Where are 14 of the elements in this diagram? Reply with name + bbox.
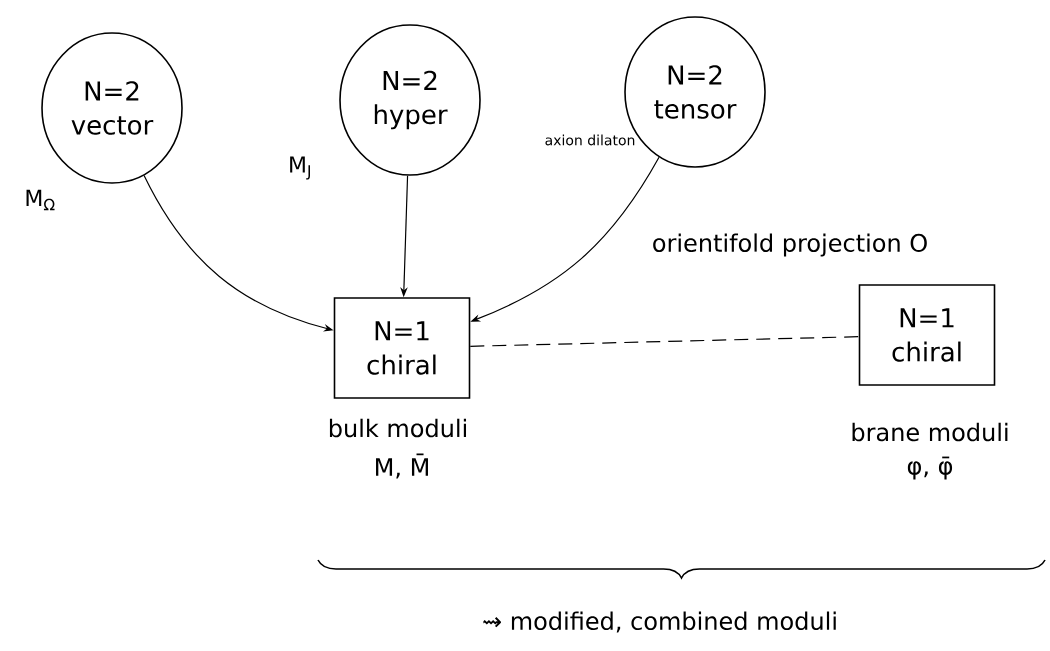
circle-node: N=2 hyper <box>339 24 481 176</box>
note: ⇝ modified, combined moduli <box>483 611 836 633</box>
box-node: N=1 chiral <box>858 284 996 386</box>
annotation: φ, φ̄ <box>907 456 953 480</box>
annotation: bulk moduli <box>329 418 466 438</box>
annotation: brane moduli <box>852 422 1008 442</box>
note: orientifold projection O <box>653 233 927 257</box>
annotation: axion dilaton <box>545 134 635 146</box>
connector-line <box>469 336 860 347</box>
circle-node: N=2 vector <box>41 32 183 184</box>
annotation: M$_{Ω}$ <box>26 189 55 211</box>
box-node: N=1 chiral <box>333 297 471 399</box>
annotation: M, M̄ <box>376 453 428 479</box>
annotation: M$_{J}$ <box>290 156 310 180</box>
